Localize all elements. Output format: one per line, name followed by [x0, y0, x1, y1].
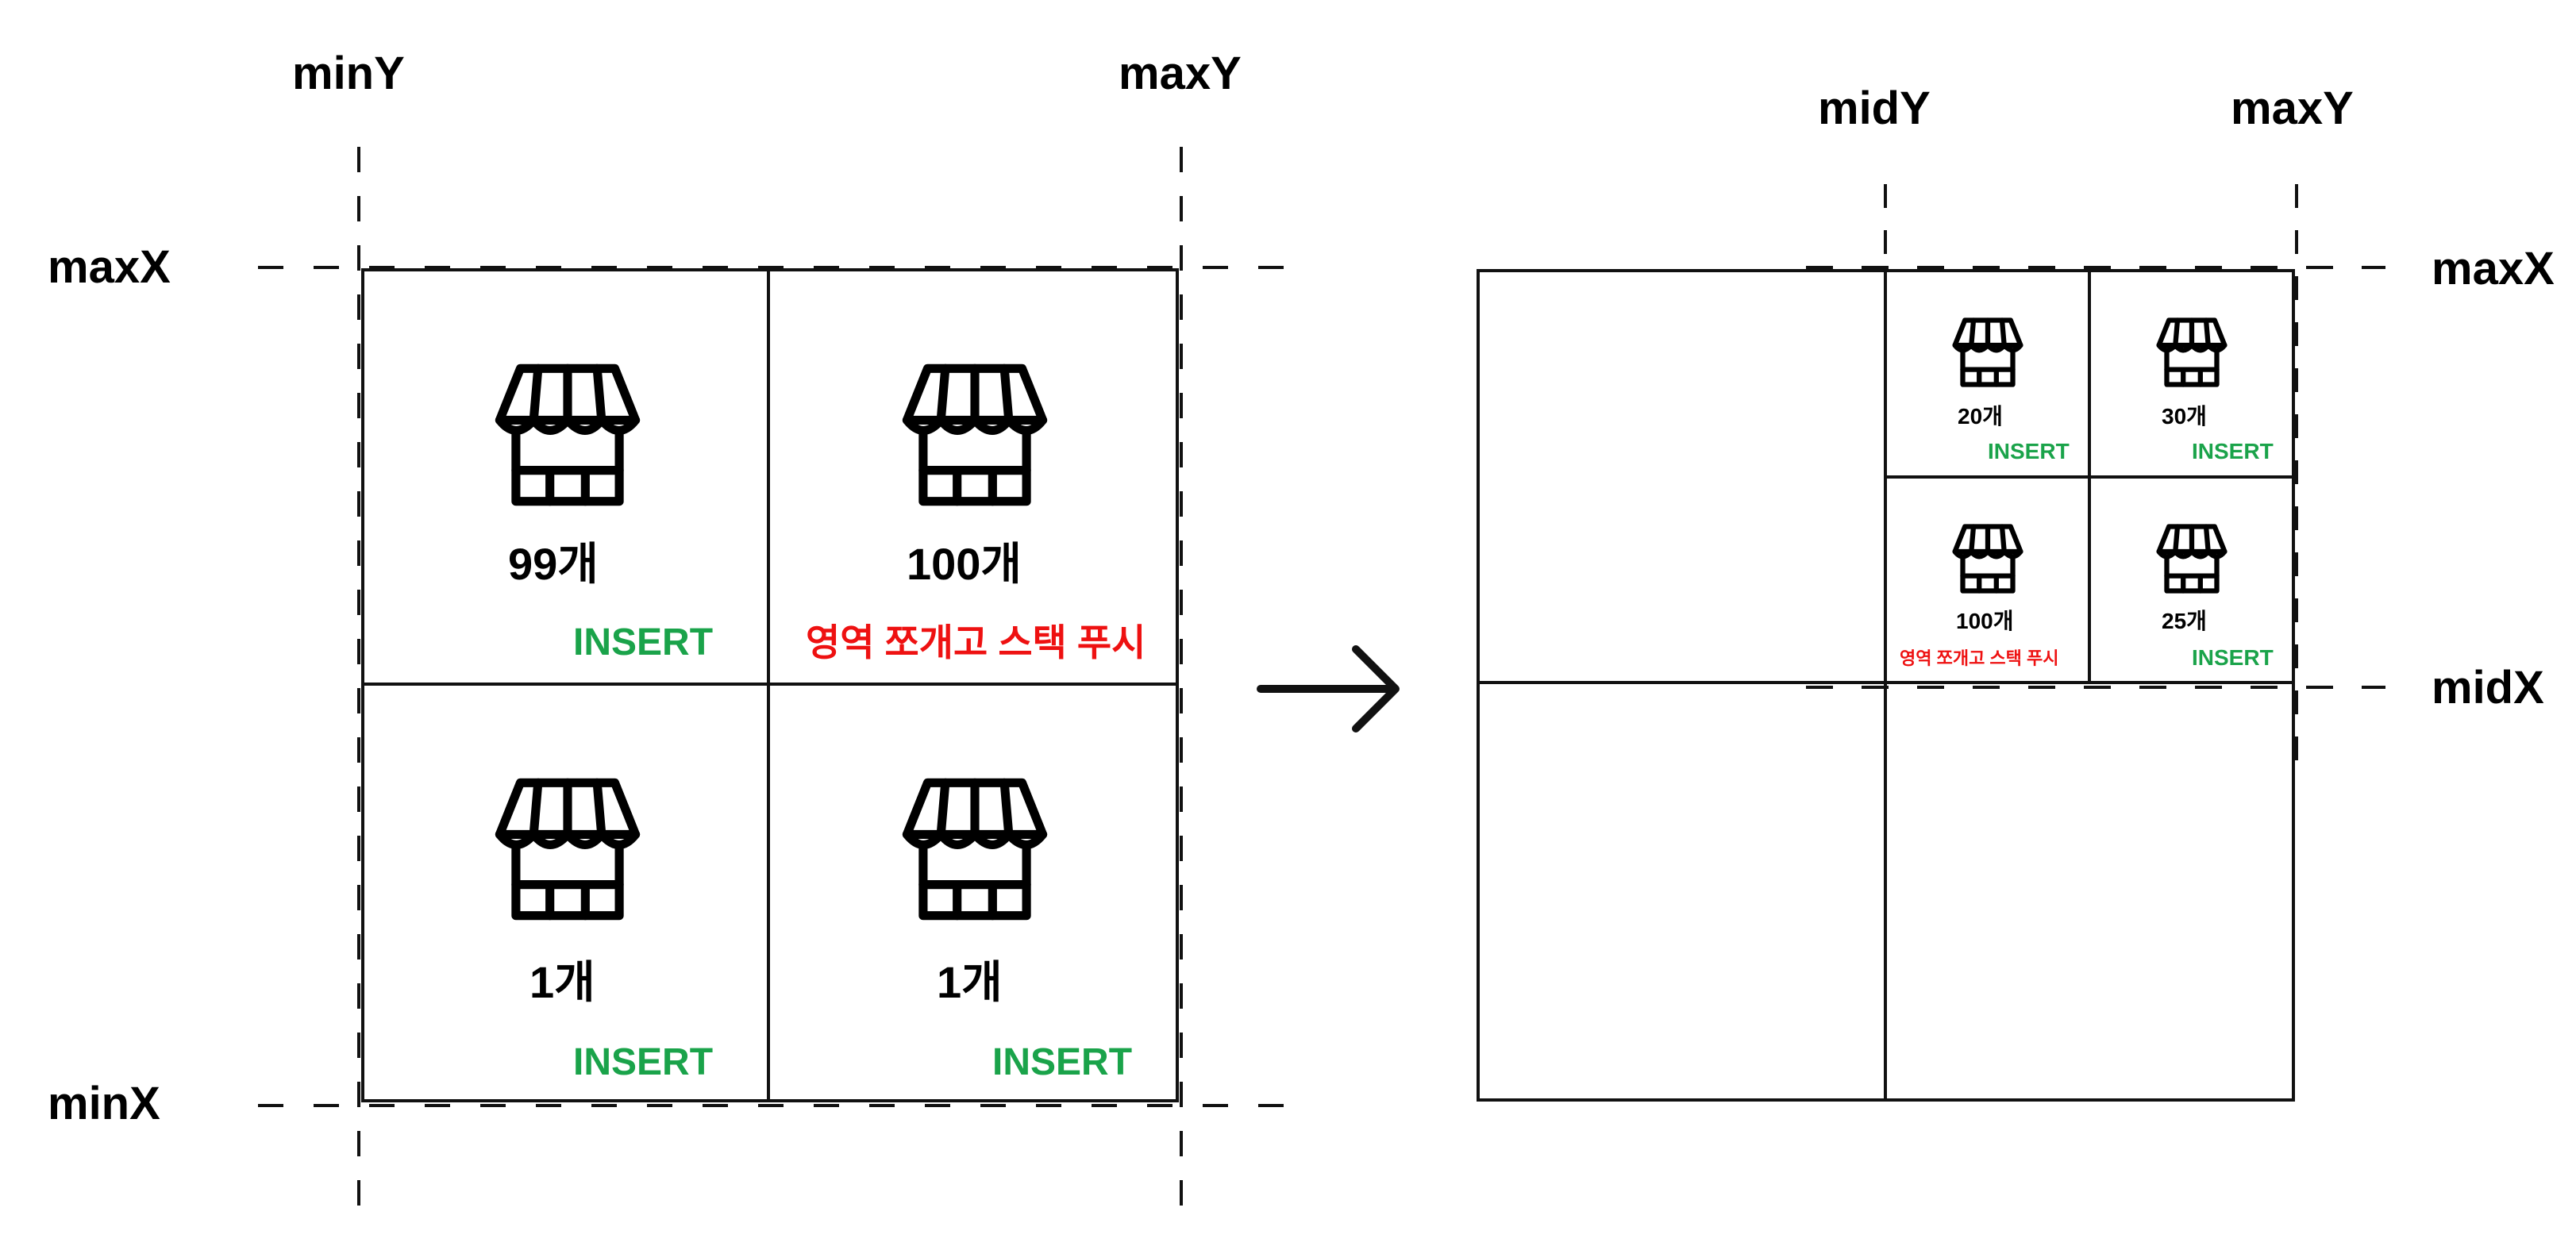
left-cell-3: 1개 INSERT	[768, 684, 1177, 1101]
store-count: 1개	[529, 957, 595, 1007]
right-subcell-1: 30개 INSERT	[2089, 271, 2293, 477]
store-icon	[495, 778, 641, 921]
store-icon	[902, 778, 1048, 921]
label-midy: midY	[1818, 83, 1931, 134]
label-minx: minX	[48, 1078, 160, 1129]
left-cell-2: 1개 INSERT	[363, 684, 768, 1101]
store-count: 99개	[508, 539, 599, 589]
insert-status: INSERT	[2192, 645, 2274, 670]
split-status: 영역 쪼개고 스택 푸시	[806, 621, 1146, 663]
store-icon	[2156, 317, 2228, 387]
store-icon	[495, 363, 641, 506]
insert-status: INSERT	[992, 1041, 1133, 1083]
insert-status: INSERT	[573, 621, 714, 663]
label-miny: minY	[292, 48, 405, 99]
store-count: 20개	[1958, 404, 2003, 429]
label-midx: midX	[2432, 662, 2544, 713]
store-icon	[2156, 524, 2228, 594]
label-maxx-right: maxX	[2432, 243, 2555, 294]
insert-status: INSERT	[1988, 439, 2070, 463]
store-icon	[1952, 317, 2023, 387]
left-cell-0: 99개 INSERT	[363, 270, 768, 684]
right-subcell-2: 100개 영역 쪼개고 스택 푸시	[1885, 477, 2089, 683]
store-count: 1개	[937, 957, 1003, 1007]
right-subcell-0: 20개 INSERT	[1885, 271, 2089, 477]
right-subcell-3: 25개 INSERT	[2089, 477, 2293, 683]
store-count: 100개	[1956, 609, 2014, 633]
store-count: 30개	[2162, 404, 2207, 429]
left-cell-1: 100개 영역 쪼개고 스택 푸시	[768, 270, 1177, 684]
right-arrow-icon	[1257, 645, 1400, 733]
store-icon	[902, 363, 1048, 506]
insert-status: INSERT	[2192, 439, 2274, 463]
label-maxy-right: maxY	[2231, 83, 2354, 134]
store-icon	[1952, 524, 2023, 594]
insert-status: INSERT	[573, 1041, 714, 1083]
split-status: 영역 쪼개고 스택 푸시	[1900, 648, 2059, 668]
label-maxx: maxX	[48, 241, 171, 293]
store-count: 100개	[907, 539, 1022, 589]
store-count: 25개	[2162, 609, 2207, 633]
label-maxy: maxY	[1119, 48, 1242, 99]
